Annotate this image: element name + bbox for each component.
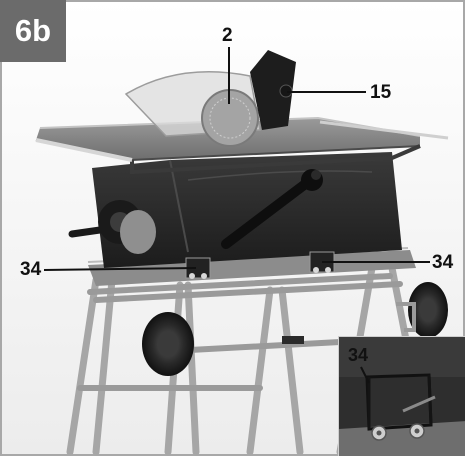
detail-inset: 34	[338, 336, 465, 456]
callout-latch-left: 34	[20, 259, 42, 280]
callout-fence-knob: 15	[370, 82, 392, 103]
callout-latch-right: 34	[432, 252, 454, 273]
figure-number-badge: 6b	[0, 0, 66, 62]
callout-blade-guard: 2	[222, 25, 233, 46]
callout-latch-inset: 34	[348, 345, 369, 365]
latch-detail-photo	[339, 337, 465, 456]
